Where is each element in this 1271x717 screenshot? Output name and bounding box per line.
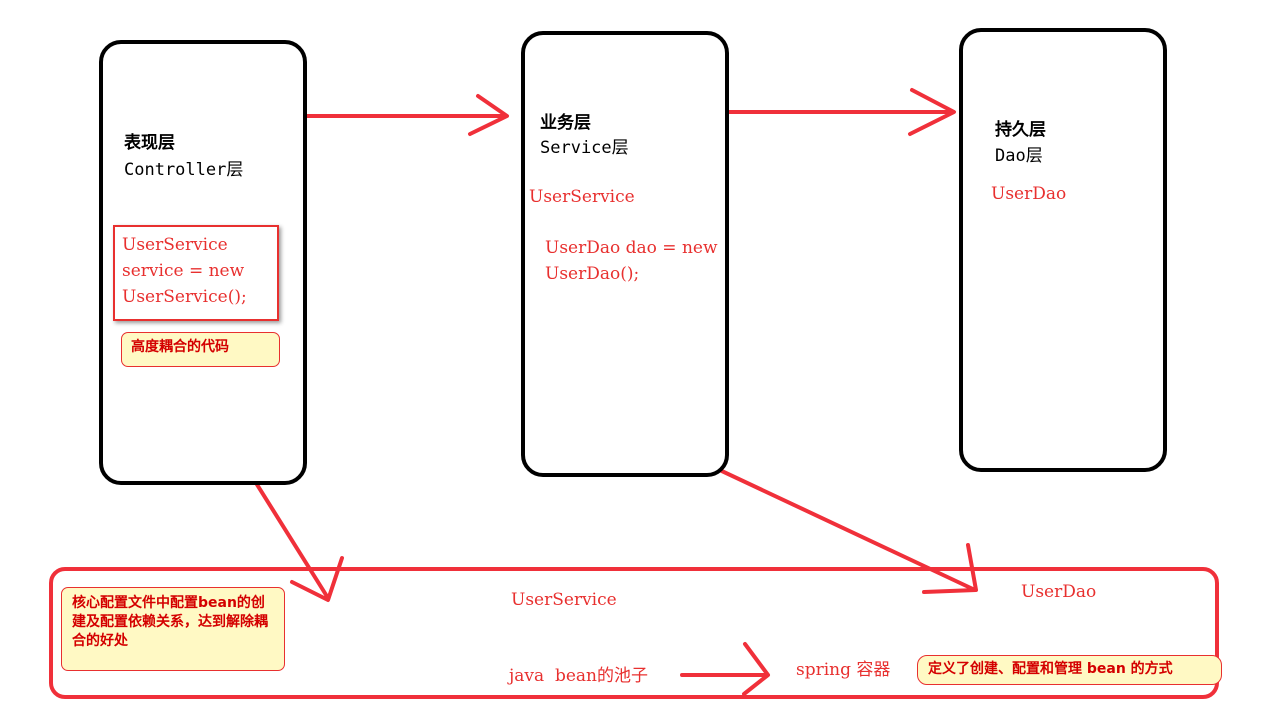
container-bean-userdao: UserDao <box>1021 582 1097 602</box>
controller-subtitle: Controller层 <box>124 160 244 180</box>
dao-class-name: UserDao <box>991 184 1067 204</box>
definition-note: 定义了创建、配置和管理 bean 的方式 <box>917 655 1222 685</box>
config-note: 核心配置文件中配置bean的创建及配置依赖关系，达到解除耦合的好处 <box>61 587 285 671</box>
controller-title: 表现层 <box>124 133 175 153</box>
service-subtitle: Service层 <box>540 138 629 158</box>
service-class-name: UserService <box>529 187 635 207</box>
service-title: 业务层 <box>540 113 591 133</box>
controller-code-line2: service = new <box>122 261 245 281</box>
dao-layer-box <box>959 28 1167 472</box>
dao-title: 持久层 <box>995 120 1046 140</box>
spring-container-box <box>49 567 1219 699</box>
service-code-line2: UserDao(); <box>545 264 640 284</box>
bean-pool-label: java bean的池子 <box>509 666 648 686</box>
spring-container-label: spring 容器 <box>796 660 891 680</box>
service-code-line1: UserDao dao = new <box>545 238 718 258</box>
controller-layer-box <box>99 40 307 485</box>
controller-code-highlight <box>113 225 279 321</box>
coupling-note: 高度耦合的代码 <box>121 332 280 367</box>
dao-subtitle: Dao层 <box>995 146 1043 166</box>
container-bean-userservice: UserService <box>511 590 617 610</box>
controller-code-line3: UserService(); <box>122 287 247 307</box>
arrow-pool-to-spring <box>680 642 770 696</box>
controller-code-line1: UserService <box>122 235 228 255</box>
service-layer-box <box>521 31 729 477</box>
